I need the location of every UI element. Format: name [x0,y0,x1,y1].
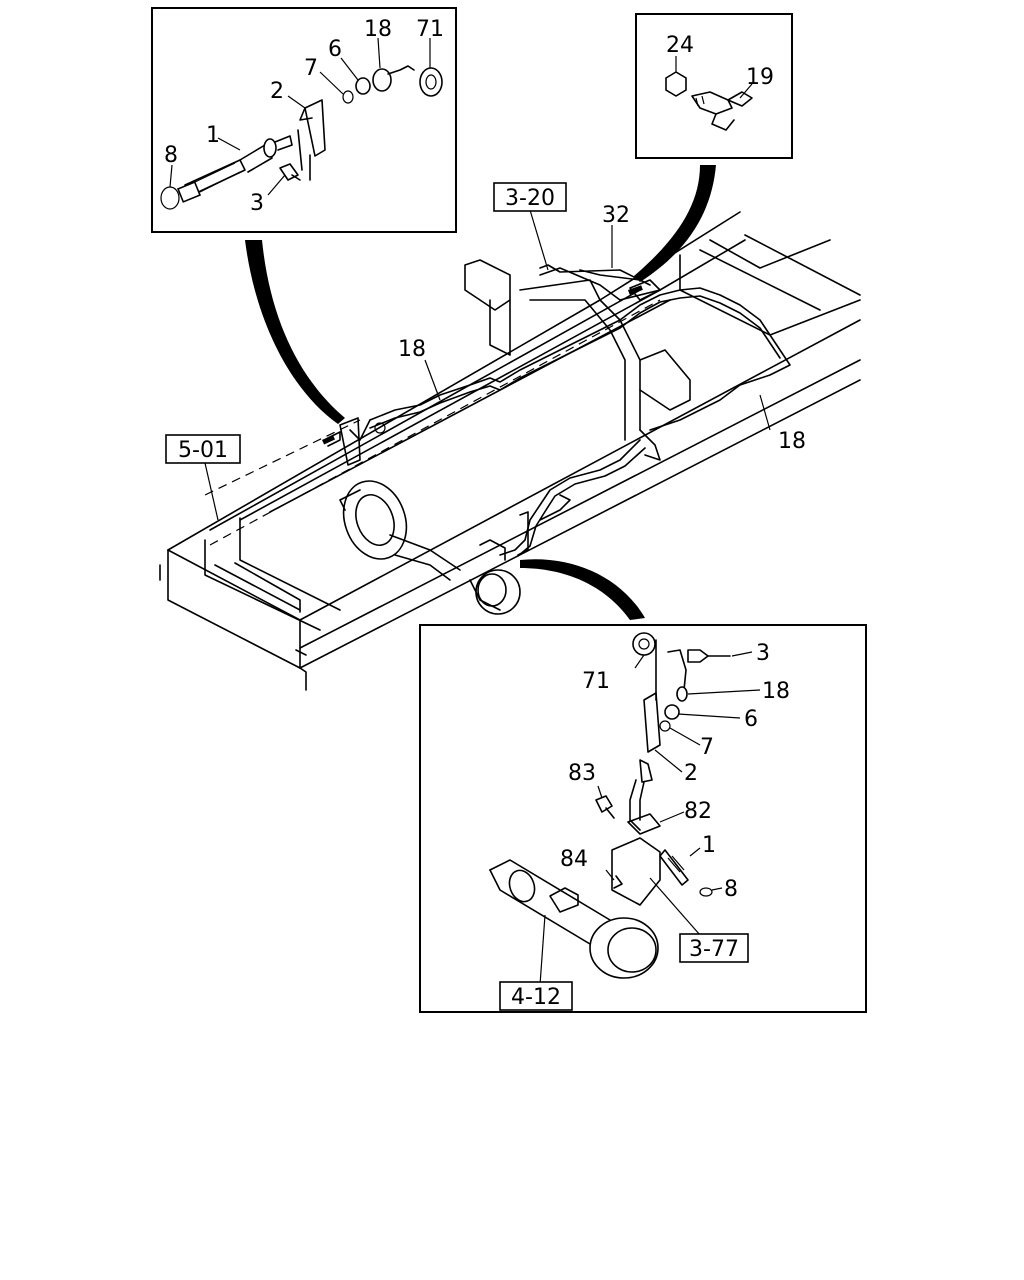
callout-c-3: 3 [756,641,770,666]
brake-lines [349,287,791,557]
callout-c-7: 7 [700,735,714,760]
inset-detail-c [419,624,867,1013]
callout-c-8: 8 [724,877,738,902]
callout-c-83: 83 [568,761,596,786]
callout-b-24: 24 [666,33,694,58]
pointer-arrow-bottom [520,559,645,620]
svg-text:3-77: 3-77 [689,937,739,962]
callout-c-18: 18 [762,679,790,704]
callout-c-82: 82 [684,799,712,824]
main-bracket-left [322,417,386,466]
callout-a-6: 6 [328,37,342,62]
callout-c-6: 6 [744,707,758,732]
callout-18-upper: 18 [398,337,426,362]
callout-c-71: 71 [582,669,610,694]
callout-c-1: 1 [702,833,716,858]
callout-a-3: 3 [250,191,264,216]
callout-a-7: 7 [304,56,318,81]
ref-box-4-12[interactable]: 4-12 [499,981,573,1011]
callout-32: 32 [602,203,630,228]
pointer-arrow-right [634,165,716,282]
inset-detail-b [635,13,793,159]
callout-b-19: 19 [746,65,774,90]
callout-18-right: 18 [778,429,806,454]
callout-c-84: 84 [560,847,588,872]
ref-box-5-01[interactable]: 5-01 [165,434,241,464]
inset-detail-a [151,7,457,233]
ref-box-3-77[interactable]: 3-77 [679,933,749,963]
svg-text:5-01: 5-01 [178,438,228,463]
chassis-frame [159,211,861,691]
svg-text:3-20: 3-20 [505,186,555,211]
svg-text:4-12: 4-12 [511,985,561,1010]
callout-a-18: 18 [364,17,392,42]
callout-a-1: 1 [206,123,220,148]
callout-c-2: 2 [684,761,698,786]
ref-box-3-20[interactable]: 3-20 [493,182,567,212]
callout-a-71: 71 [416,17,444,42]
callout-a-8: 8 [164,143,178,168]
pointer-arrow-left [245,240,345,424]
rear-axle [339,480,529,615]
callout-a-2: 2 [270,79,284,104]
